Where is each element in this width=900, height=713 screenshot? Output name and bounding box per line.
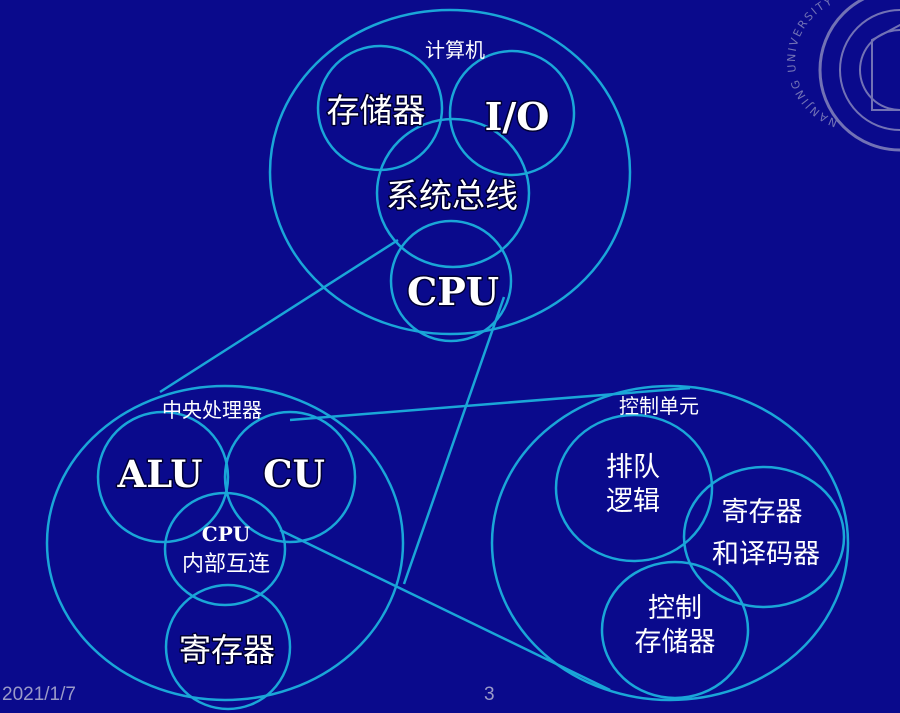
io-label: I/O: [485, 94, 550, 139]
bus-circle: [375, 117, 531, 269]
connector-cu-top: [289, 386, 691, 422]
interconnect-label-1: CPU: [202, 522, 250, 546]
queue-logic-label-2: 逻辑: [606, 486, 660, 517]
registers-label: 寄存器: [179, 631, 275, 669]
cpu-circle: [389, 219, 513, 343]
interconnect-circle: [163, 491, 287, 607]
reg-decoder-circle: [682, 465, 846, 609]
control-storage-circle: [600, 560, 750, 700]
connector-cpu-left: [159, 238, 399, 394]
cu-label: CU: [263, 452, 325, 496]
alu-label: ALU: [117, 452, 203, 496]
control-unit-title: 控制单元: [619, 394, 699, 418]
reg-decoder-label-1: 寄存器: [722, 497, 803, 528]
control-storage-label-1: 控制: [648, 593, 702, 624]
connector-cpu-right: [402, 296, 506, 585]
reg-decoder-label-2: 和译码器: [712, 539, 820, 570]
cpu-label: CPU: [407, 269, 499, 314]
queue-logic-circle: [554, 413, 714, 563]
computer-circle: [268, 8, 632, 336]
cpu-detail-title: 中央处理器: [162, 398, 262, 422]
memory-label: 存储器: [327, 91, 426, 130]
alu-circle: [96, 410, 230, 544]
university-seal-logo: NANJING UNIVERSITY: [785, 0, 900, 152]
bus-label: 系统总线: [386, 176, 518, 215]
io-circle: [448, 49, 576, 177]
interconnect-label-2: 内部互连: [182, 552, 270, 577]
footer-date: 2021/1/7: [2, 684, 76, 705]
queue-logic-label-1: 排队: [606, 452, 660, 483]
control-storage-label-2: 存储器: [635, 627, 716, 658]
connector-lines: [159, 238, 691, 692]
cpu-detail-circle: [45, 384, 405, 702]
control-unit-circle: [490, 384, 850, 702]
footer-page-number: 3: [484, 684, 495, 705]
circles: [45, 8, 850, 711]
computer-title: 计算机: [425, 38, 485, 62]
registers-circle: [164, 583, 292, 711]
cu-circle: [223, 410, 357, 544]
